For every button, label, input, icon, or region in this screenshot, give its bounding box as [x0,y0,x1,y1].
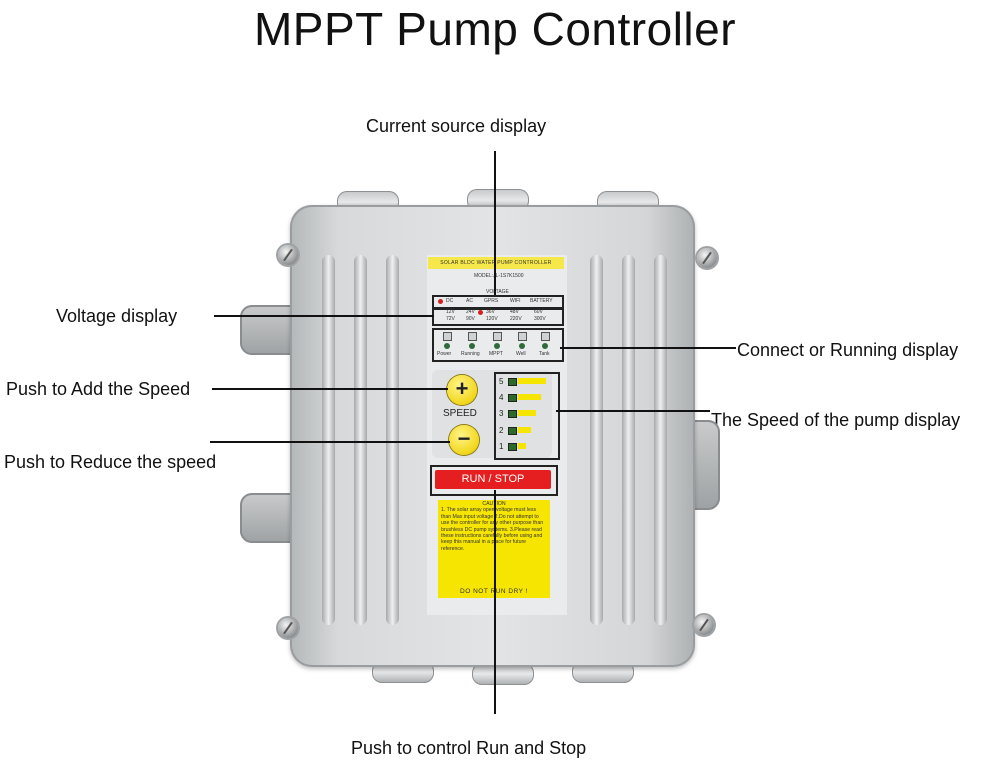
speed-level-bar [518,394,541,400]
well-icon [518,332,527,341]
label-reduce-speed: Push to Reduce the speed [4,452,217,472]
speed-led-icon [508,443,517,451]
voltage-90v: 90V [466,316,475,322]
label-voltage: Voltage display [56,306,178,326]
caution-footer: DO NOT RUN DRY ! [460,587,528,595]
speed-led-icon [508,427,517,435]
label-add-speed: Push to Add the Speed [6,379,191,399]
screw-icon [278,618,298,638]
speed-level-bar [518,410,536,416]
source-ac: AC [466,298,473,304]
run-stop-button[interactable]: RUN / STOP [435,470,551,489]
screw-icon [694,615,714,635]
speed-level-bar [518,427,531,433]
indicator-tank: Tank [539,351,550,357]
enclosure-rib [622,255,635,625]
source-wifi: WIFI [510,298,521,304]
speed-level-number: 1 [499,442,504,451]
tank-icon [541,332,550,341]
speed-level-number: 5 [499,377,504,386]
voltage-36v: 36V [486,309,495,315]
enclosure-rib [654,255,667,625]
voltage-300v: 300V [534,316,546,322]
source-gprs: GPRS [484,298,499,304]
indicator-power: Power [437,351,452,357]
enclosure-rib [322,255,335,625]
source-battery: BATTERY [530,298,553,304]
voltage-120v: 120V [486,316,498,322]
power-icon [443,332,452,341]
running-led-icon [469,343,475,349]
label-run-stop: Push to control Run and Stop [351,738,587,758]
source-dc: DC [446,298,454,304]
panel-header: SOLAR BLDC WATER PUMP CONTROLLER [428,257,564,269]
dc-led-icon [438,299,443,304]
voltage-220v: 220V [510,316,522,322]
voltage-48v: 48V [510,309,519,315]
speed-led-icon [508,394,517,402]
enclosure-rib [386,255,399,625]
power-led-icon [444,343,450,349]
label-speed-display: The Speed of the pump display [711,410,961,430]
indicator-well: Well [516,351,526,357]
diagram-title: MPPT Pump Controller [253,3,737,55]
speed-down-button[interactable]: − [449,425,479,455]
leader-connect-running [560,347,736,349]
indicator-mppt: MPPT [489,351,503,357]
speed-led-icon [508,410,517,418]
running-icon [468,332,477,341]
speed-led-icon [508,378,517,386]
voltage-12v: 12V [446,309,455,315]
speed-label: SPEED [443,408,477,419]
label-current-source: Current source display [366,116,547,136]
voltage-60v: 60V [534,309,543,315]
indicator-running: Running [461,351,480,357]
voltage-heading: VOLTAGE [486,289,509,295]
speed-level-frame [494,372,560,460]
speed-level-bar [518,378,546,384]
speed-level-number: 3 [499,409,504,418]
caution-text: 1. The solar array open voltage must les… [441,507,544,552]
leader-add-speed [212,388,448,390]
leader-reduce-speed [210,441,450,443]
panel-model: MODEL:JL-1S7K1500 [474,273,524,279]
well-led-icon [519,343,525,349]
mppt-led-icon [494,343,500,349]
tank-led-icon [542,343,548,349]
status-indicator-frame [432,328,564,362]
voltage-display-frame [432,308,564,326]
enclosure-rib [590,255,603,625]
leader-run-stop [494,490,496,714]
voltage-72v: 72V [446,316,455,322]
voltage-24v: 24V [466,309,475,315]
cable-gland-bottom-center [472,663,534,685]
controller-enclosure: SOLAR BLDC WATER PUMP CONTROLLER MODEL:J… [240,189,720,685]
speed-up-button[interactable]: + [447,375,477,405]
leader-current-source [494,151,496,295]
screw-icon [278,245,298,265]
speed-level-bar [518,443,526,449]
mppt-icon [493,332,502,341]
screw-icon [697,248,717,268]
enclosure-rib [354,255,367,625]
voltage-36v-led-icon [478,310,483,315]
leader-voltage [214,315,434,317]
speed-level-number: 4 [499,393,504,402]
leader-speed-display [556,410,710,412]
speed-level-number: 2 [499,426,504,435]
label-connect-running: Connect or Running display [737,340,959,360]
